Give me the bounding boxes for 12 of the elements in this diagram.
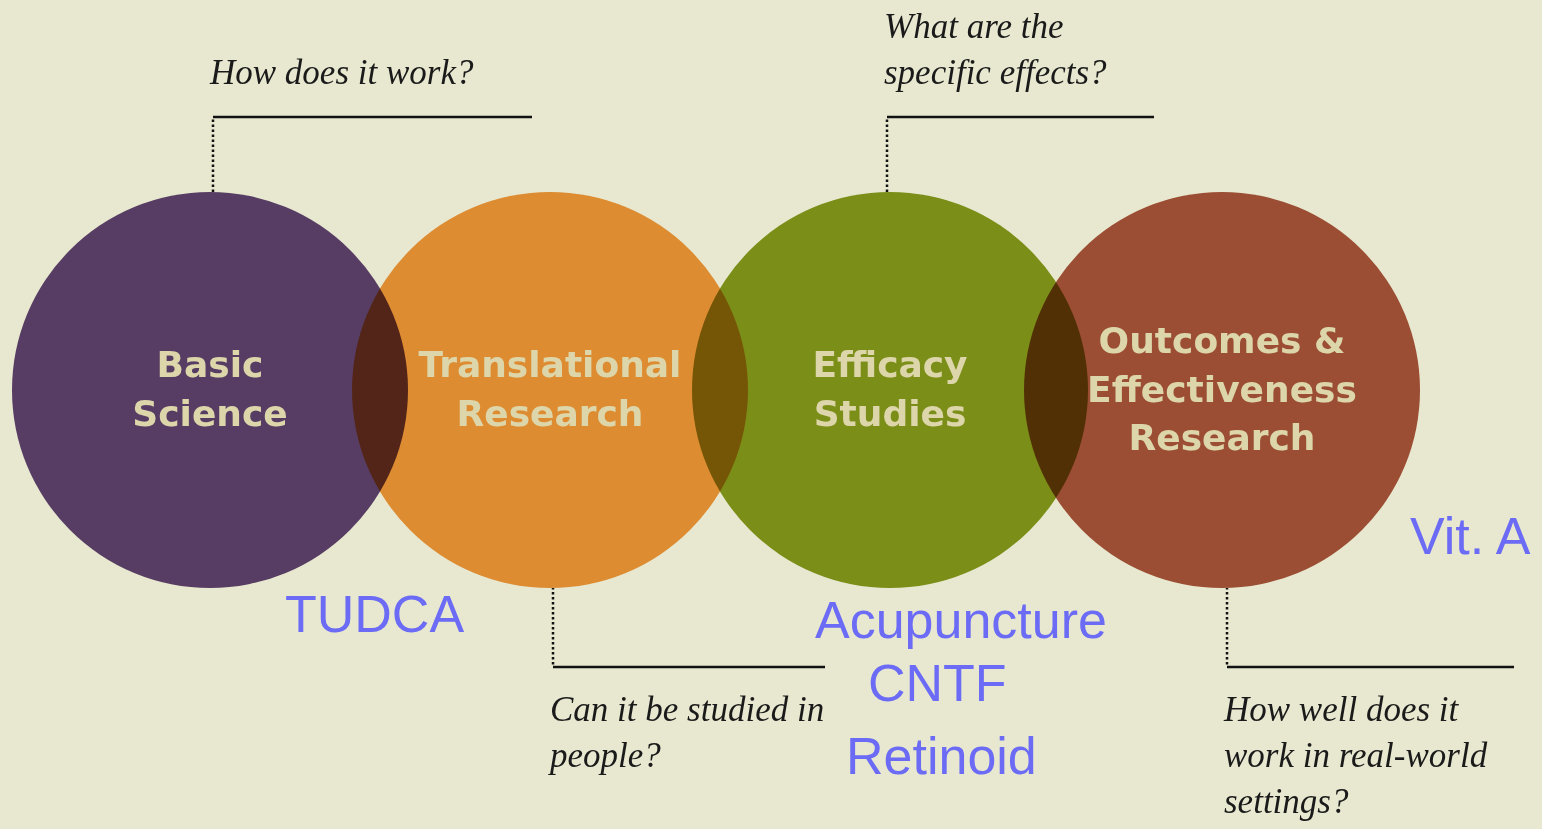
treatment-label: Retinoid [846, 728, 1037, 786]
question-text: What are the specific effects? [884, 4, 1154, 117]
treatment-label: Acupuncture [815, 592, 1107, 650]
leader-line [1225, 587, 1514, 669]
question-text: How well does it work in real-world settings? [1224, 667, 1514, 825]
treatment-label: TUDCA [285, 586, 465, 644]
question-text: Can it be studied in people? [550, 667, 825, 779]
question-text: How does it work? [210, 50, 532, 117]
leader-line [885, 115, 1154, 192]
leader-line [551, 588, 825, 669]
leader-line [211, 115, 532, 192]
treatment-label: CNTF [868, 655, 1007, 713]
